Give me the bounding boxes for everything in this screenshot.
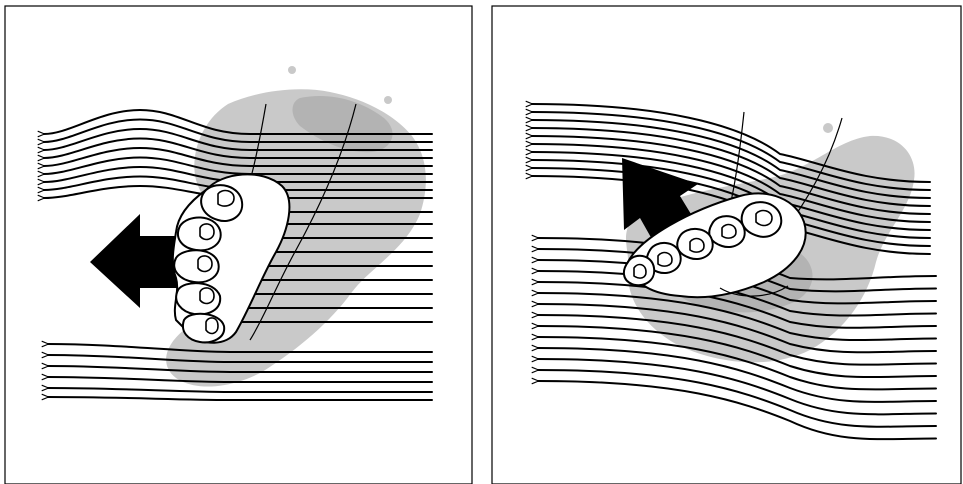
nail-icon bbox=[218, 191, 234, 206]
nail-icon bbox=[756, 211, 772, 226]
wake-speck bbox=[823, 123, 833, 133]
wake-speck bbox=[288, 66, 296, 74]
nail-icon bbox=[658, 253, 672, 267]
nail-icon bbox=[690, 239, 704, 253]
wake-speck bbox=[384, 96, 392, 104]
nail-icon bbox=[200, 288, 214, 304]
nail-icon bbox=[634, 265, 646, 279]
nail-icon bbox=[722, 225, 736, 239]
panel-left bbox=[5, 6, 472, 484]
nail-icon bbox=[200, 224, 214, 240]
nail-icon bbox=[206, 318, 218, 334]
panel-right bbox=[492, 6, 961, 484]
nail-icon bbox=[198, 256, 212, 272]
